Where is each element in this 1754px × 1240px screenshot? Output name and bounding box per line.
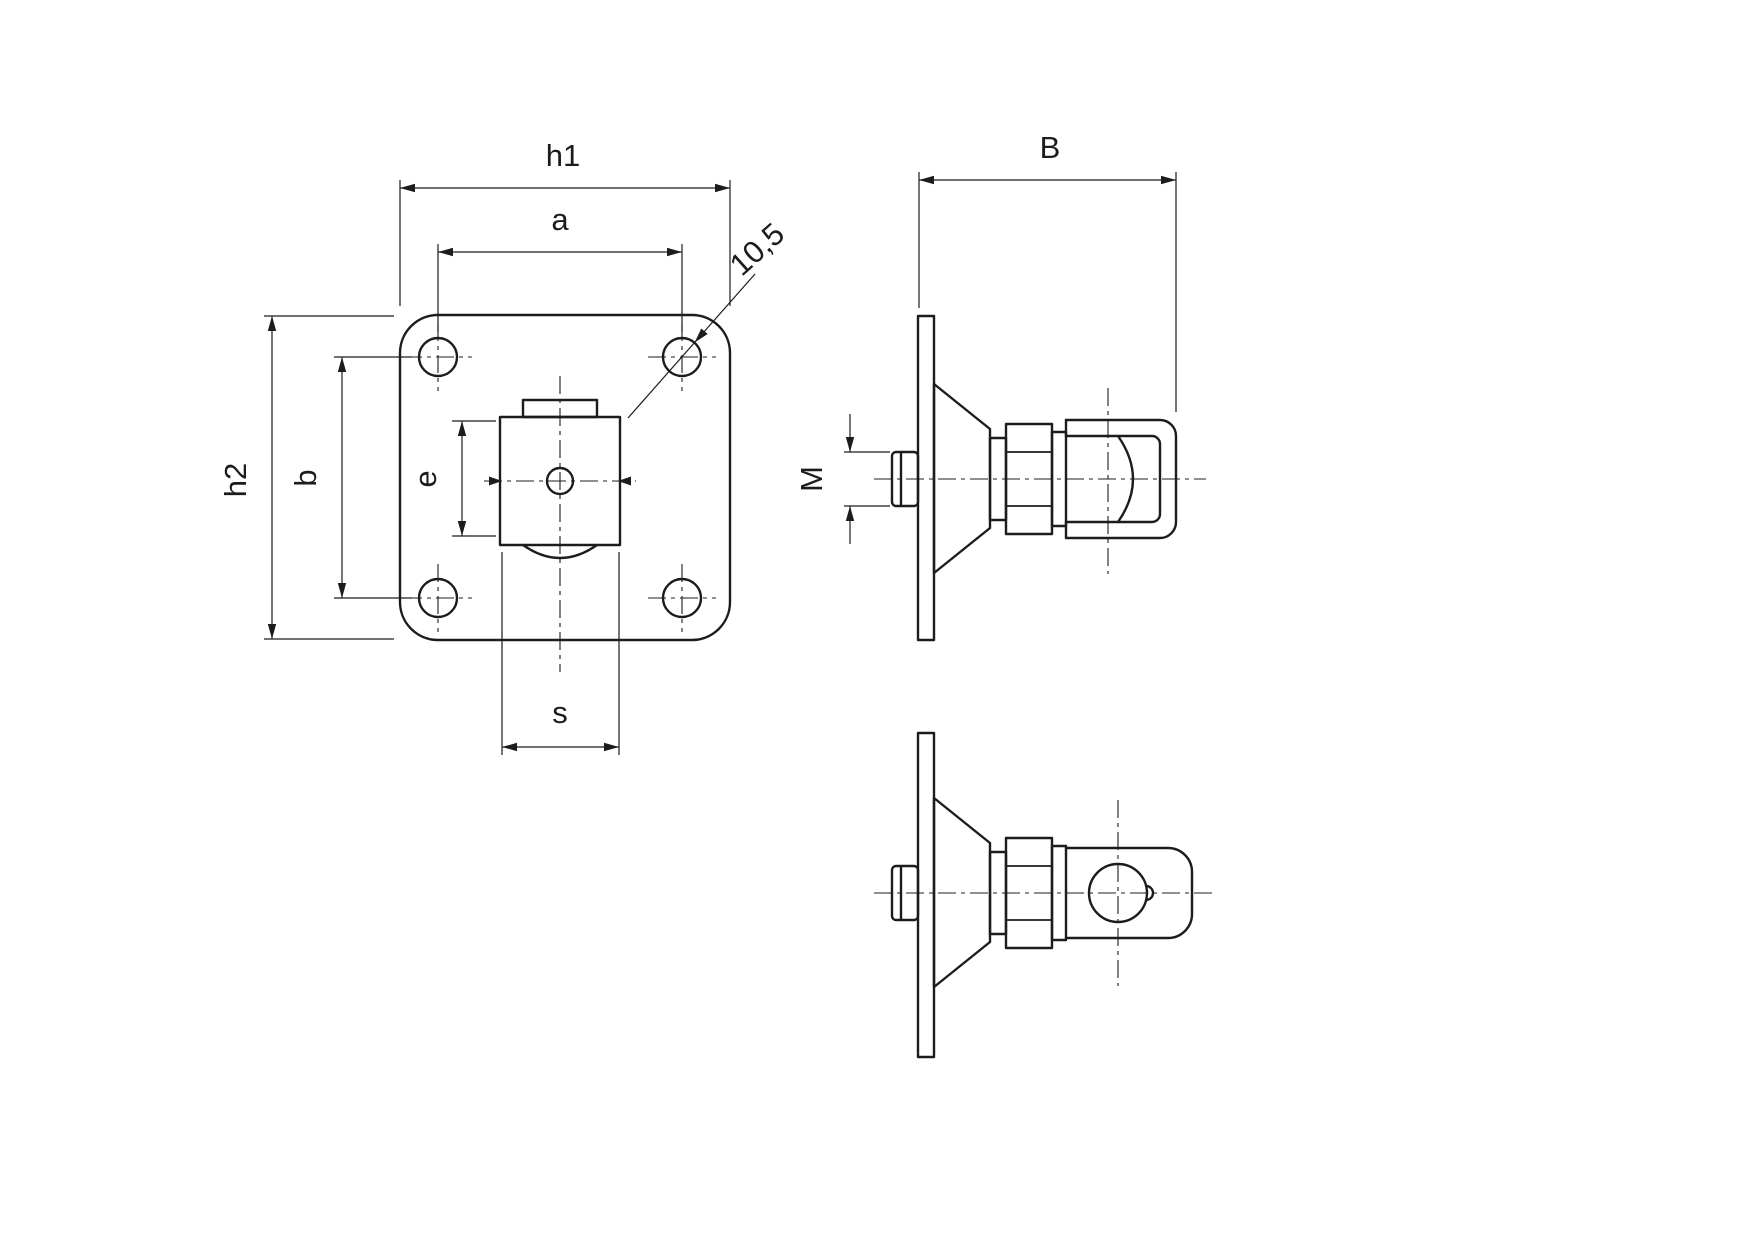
- label-hole-diameter: 10,5: [723, 216, 791, 282]
- label-b: b: [288, 469, 323, 486]
- dimension-e: e: [408, 420, 496, 537]
- dimension-a: a: [437, 202, 683, 332]
- eye-notch: [1144, 884, 1155, 902]
- cone: [932, 796, 992, 989]
- hole-bottom-left: [417, 577, 459, 619]
- dimension-B: B: [918, 130, 1177, 412]
- hole-top-right: [661, 336, 703, 378]
- hinge-eye: [1064, 846, 1194, 940]
- hole-bottom-right: [661, 577, 703, 619]
- dimension-h2: h2: [218, 315, 394, 640]
- label-a: a: [551, 202, 569, 237]
- bolt-head: [890, 450, 920, 508]
- washer-2: [1050, 430, 1068, 528]
- left-center-mark: [489, 476, 502, 486]
- mounting-plate: [398, 313, 732, 642]
- dimension-s: s: [501, 552, 620, 755]
- center-block: [489, 398, 631, 560]
- bolt-head: [890, 864, 920, 922]
- centerlines: [874, 800, 1216, 986]
- cone: [932, 382, 992, 575]
- block-top-tab: [521, 398, 599, 419]
- label-h2: h2: [218, 463, 253, 497]
- side-view-bottom: [874, 731, 1216, 1059]
- right-center-mark: [618, 476, 631, 486]
- block-bottom-dome: [521, 543, 599, 560]
- hole-top-left: [417, 336, 459, 378]
- eye-hole: [1087, 862, 1149, 924]
- label-h1: h1: [546, 138, 580, 173]
- centerlines: [404, 323, 716, 672]
- plate-edge: [916, 314, 936, 642]
- dimension-M: M: [794, 414, 890, 544]
- dimension-b: b: [288, 356, 412, 599]
- label-s: s: [552, 695, 568, 730]
- hinge-bracket: [1064, 418, 1178, 540]
- dimension-h1: h1: [399, 138, 731, 306]
- washer-2: [1050, 844, 1068, 942]
- label-B: B: [1040, 130, 1061, 165]
- center-hole: [545, 466, 575, 496]
- dimension-hole-diameter: 10,5: [627, 216, 791, 419]
- leader-arrow: [694, 328, 708, 343]
- label-e: e: [408, 470, 443, 487]
- front-view: h1 a 10,5 h2 b e: [218, 138, 791, 755]
- label-M: M: [794, 466, 829, 492]
- centerlines: [874, 388, 1206, 574]
- side-view-top: B M: [794, 130, 1206, 642]
- ball-profile: [1116, 434, 1135, 524]
- plate-edge: [916, 731, 936, 1059]
